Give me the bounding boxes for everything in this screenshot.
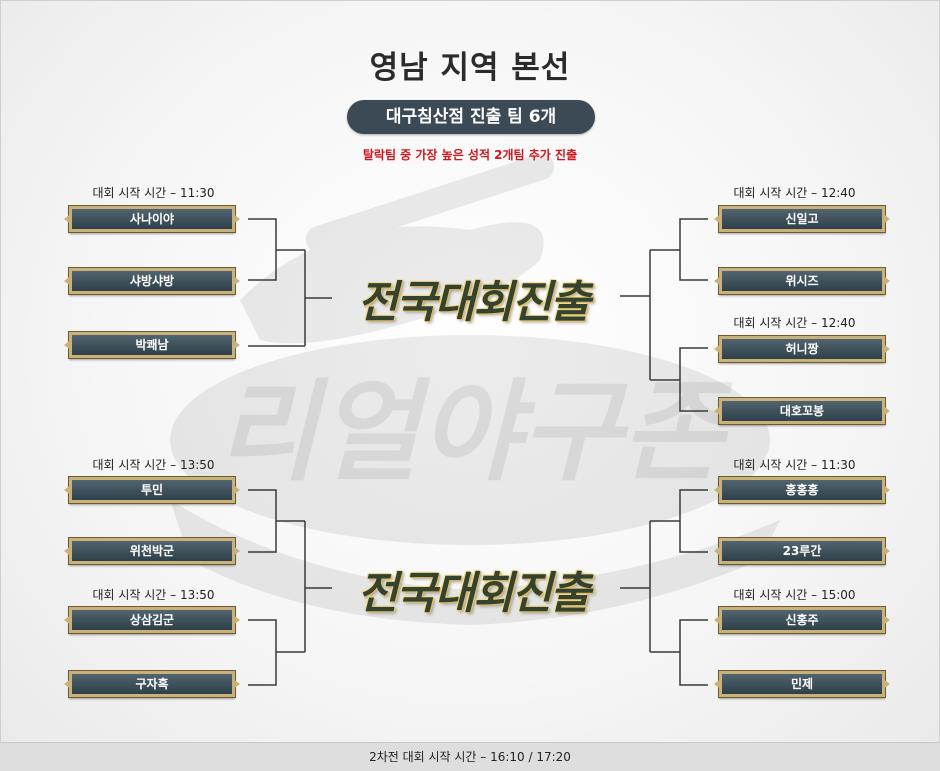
subtitle-badge: 대구침산점 진출 팀 6개 [347,100,595,134]
team-slot: 신홍주 [718,606,886,634]
team-slot: 허니짱 [718,335,886,363]
team-slot: 위천박군 [68,537,236,565]
team-slot: 샤방샤방 [68,267,236,295]
start-time-label: 대회 시작 시간 – 13:50 [92,588,215,602]
team-slot: 대호꼬봉 [718,397,886,425]
team-slot: 구자혹 [68,670,236,698]
start-time-label: 대회 시작 시간 – 13:50 [92,458,215,472]
start-time-label: 대회 시작 시간 – 11:30 [92,186,215,200]
team-slot: 민제 [718,670,886,698]
team-slot: 신일고 [718,205,886,233]
team-slot: 위시즈 [718,267,886,295]
start-time-label: 대회 시작 시간 – 15:00 [733,588,856,602]
nationals-advance-label: 전국대회진출 [357,277,591,328]
nationals-advance-label: 전국대회진출 [357,568,591,619]
start-time-label: 대회 시작 시간 – 11:30 [733,458,856,472]
start-time-label: 대회 시작 시간 – 12:40 [733,186,856,200]
page-title: 영남 지역 본선 [369,50,571,86]
start-time-label: 대회 시작 시간 – 12:40 [733,316,856,330]
team-slot: 사나이야 [68,205,236,233]
footer-second-round-time: 2차전 대회 시작 시간 – 16:10 / 17:20 [0,742,940,771]
team-slot: 23루간 [718,537,886,565]
notice-text: 탈락팀 중 가장 높은 성적 2개팀 추가 진출 [362,148,578,162]
watermark-text: 리얼야구존 [217,368,733,496]
team-slot: 상삼김군 [68,606,236,634]
team-slot: 박쾌남 [68,331,236,359]
team-slot: 홍홍홍 [718,476,886,504]
team-slot: 투민 [68,476,236,504]
